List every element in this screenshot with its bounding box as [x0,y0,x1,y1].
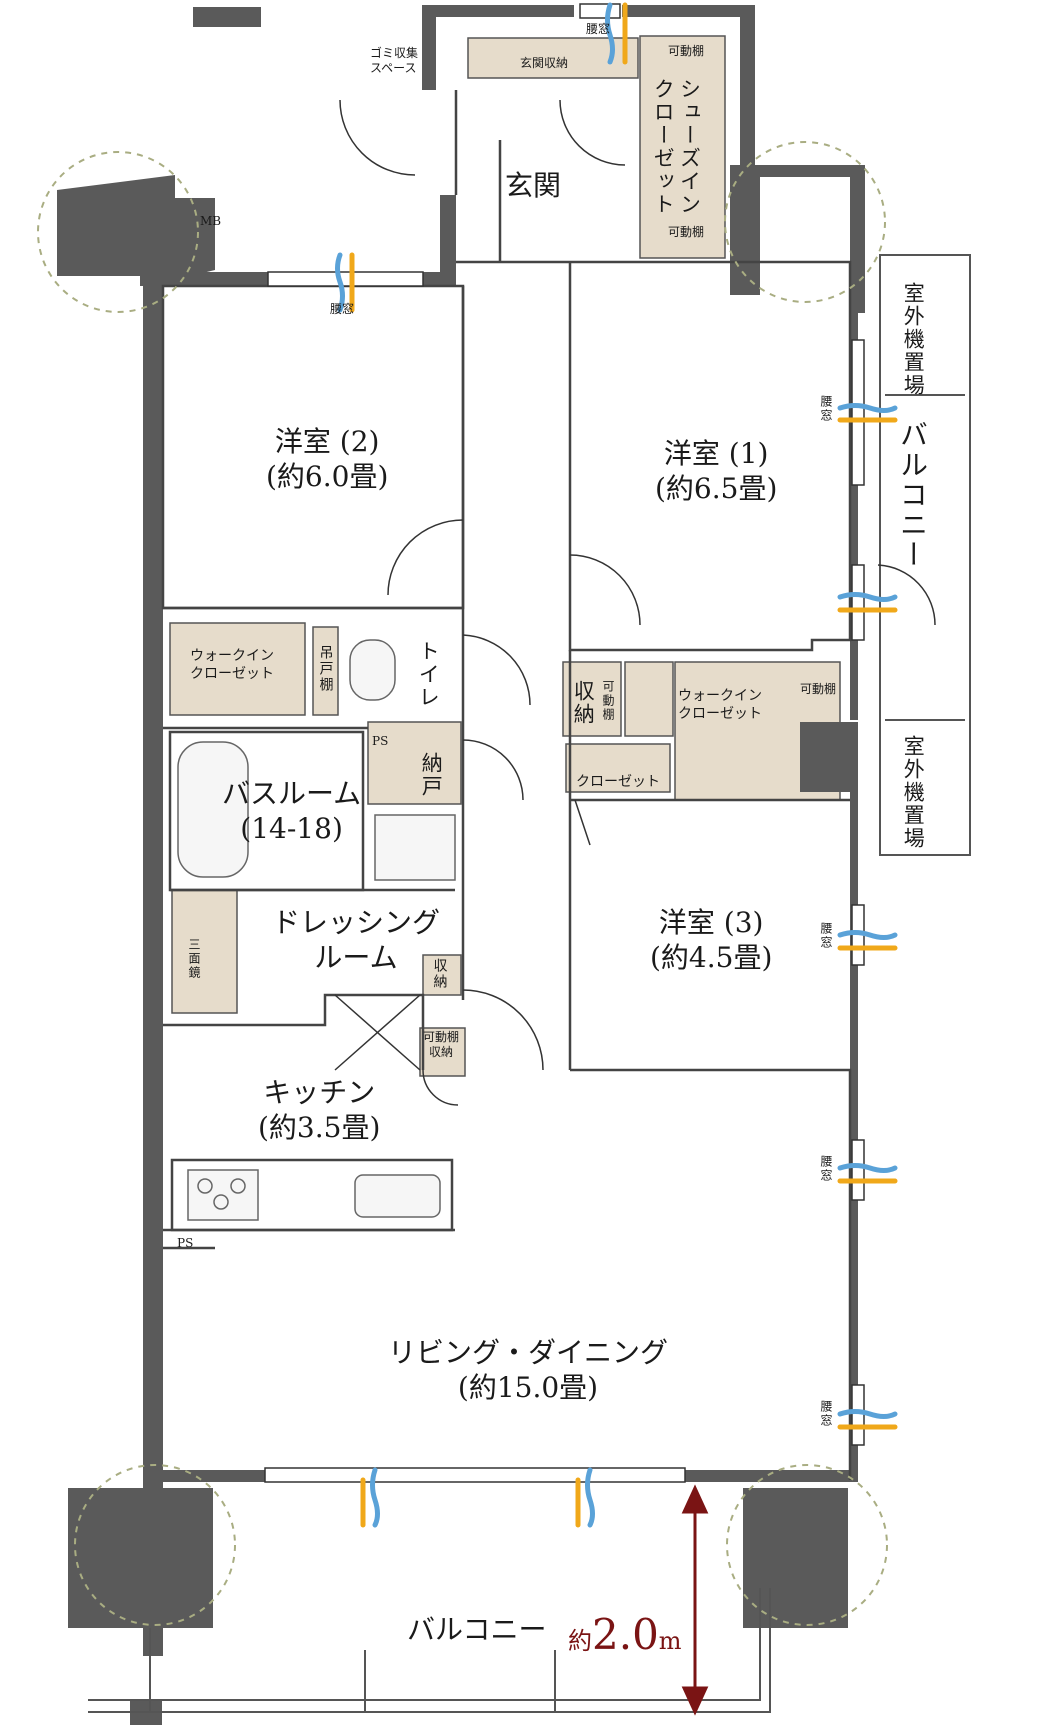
balcony-depth-arrow [681,1484,709,1716]
living-dining-name: リビング・ダイニング [388,1336,669,1369]
ps2-label: PS [177,1236,194,1250]
room3-size: (約4.5畳) [650,941,773,974]
living-dining-label: リビング・ダイニング (約15.0畳) [388,1335,668,1405]
garbage-space-label: ゴミ収集 スペース [370,46,419,75]
depth-prefix: 約 [568,1627,592,1655]
window-r2-label: 腰窓 [330,302,355,316]
fixtures [177,639,456,1221]
outdoor-unit-bottom-label: 室外機置場 [901,735,926,850]
living-dining-size: (約15.0畳) [457,1371,599,1404]
room1-size: (約6.5畳) [655,472,778,505]
doors [334,99,936,1106]
room2-label: 洋室 (2) (約6.0畳) [266,424,388,494]
window-room1-label: 腰窓 [819,395,833,423]
nando-label: 納戸 [419,752,444,798]
mirror-label: 三面鏡 [187,938,201,980]
closet-label: クローゼット [576,774,660,790]
bathroom-label: バスルーム (14-18) [222,776,361,846]
storage-b-label: 収納 [431,958,448,990]
kitchen-label: キッチン (約3.5畳) [258,1075,380,1145]
movable-shelf-top-label: 可動棚 [668,44,705,58]
balcony-depth-label: 約2.0m [568,1610,682,1659]
window-top-label: 腰窓 [586,22,611,36]
shoe-closet-label: シューズイン クローゼット [651,78,702,216]
balcony-rails [88,254,971,1713]
column-markers [37,141,888,1626]
room3-label: 洋室 (3) (約4.5畳) [650,905,772,975]
movable-shelf-bottom-label: 可動棚 [668,225,705,239]
room1-name: 洋室 (1) [663,437,769,470]
depth-value: 2.0 [592,1610,659,1659]
storage-c-label: 可動棚 収納 [423,1030,460,1059]
south-balcony-label: バルコニー [407,1613,547,1646]
room3-name: 洋室 (3) [658,906,764,939]
storage-a-label: 収納 [571,680,596,726]
ps1-label: PS [372,734,389,748]
dressing-room-label: ドレッシング ルーム [272,906,441,974]
airflow-marks [335,2,898,1528]
walk-in-closet-right-label: ウォークイン クローゼット [678,688,762,722]
window-ld2-label: 腰窓 [819,1400,833,1428]
kitchen-size: (約3.5畳) [258,1111,381,1144]
bathroom-size: (14-18) [240,812,343,845]
room2-size: (約6.0畳) [266,460,389,493]
meter-box-label: MB [200,214,222,228]
interior-walls [161,90,852,1480]
movable-shelf-wic-label: 可動棚 [800,682,837,696]
toilet-label: トイレ [416,640,441,709]
east-balcony-label: バルコニー [896,420,929,570]
window-ld1-label: 腰窓 [819,1155,833,1183]
entrance-storage-label: 玄関収納 [520,56,569,70]
outdoor-unit-top-label: 室外機置場 [901,282,926,397]
window-room3-label: 腰窓 [819,922,833,950]
walk-in-closet-left-label: ウォークイン クローゼット [190,648,274,682]
kitchen-name: キッチン [263,1076,376,1109]
room2-name: 洋室 (2) [274,425,380,458]
bathroom-name: バスルーム [222,777,362,810]
hanging-shelf-label: 吊戸棚 [317,645,334,693]
room1-label: 洋室 (1) (約6.5畳) [655,436,777,506]
entrance-label: 玄関 [505,169,562,202]
depth-unit: m [658,1627,682,1655]
movable-shelf-a-label: 可動棚 [601,680,615,722]
